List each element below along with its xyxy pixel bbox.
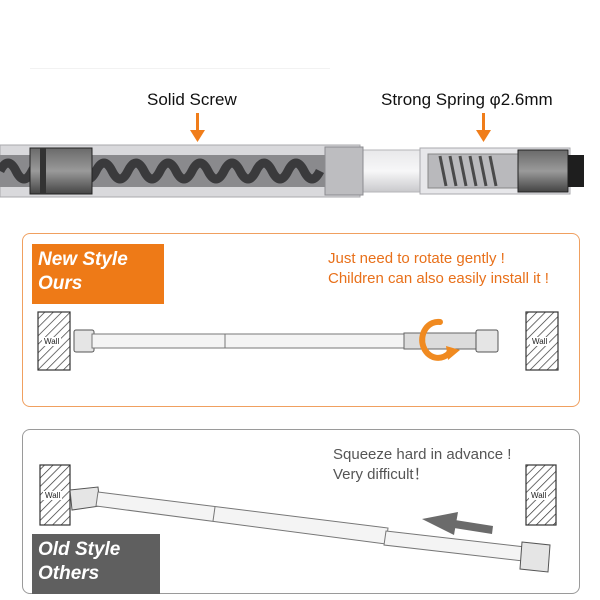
new-style-badge: New Style Ours xyxy=(32,244,164,304)
solid-screw-label: Solid Screw xyxy=(147,90,237,109)
old-style-badge-line1: Old Style xyxy=(38,539,121,560)
new-style-badge-line2: Ours xyxy=(38,273,83,294)
rod-cutaway-illustration xyxy=(0,68,584,198)
left-wall-old-label: Wall xyxy=(43,491,63,500)
spring-coils xyxy=(438,155,498,187)
old-style-rod xyxy=(69,486,551,573)
old-style-note-line1: Squeeze hard in advance ! xyxy=(333,446,512,463)
product-cutaway xyxy=(0,60,600,210)
screw-arrow xyxy=(190,113,205,142)
push-arrow-icon xyxy=(422,512,493,535)
right-wall-new-label: Wall xyxy=(530,337,550,346)
old-style-note-line2: Very difficult！ xyxy=(333,466,429,483)
right-wall-old-label: Wall xyxy=(529,491,549,500)
new-style-badge-line1: New Style xyxy=(38,249,128,270)
spring-arrow xyxy=(476,113,491,142)
old-style-badge: Old Style Others xyxy=(32,534,160,594)
left-wall-new-label: Wall xyxy=(42,337,62,346)
rotate-arrow-icon xyxy=(419,318,460,361)
old-style-note: Squeeze hard in advance ! Very difficult… xyxy=(333,445,511,485)
new-style-note: Just need to rotate gently ! Children ca… xyxy=(328,249,549,289)
new-style-note-line2: Children can also easily install it ! xyxy=(328,270,549,287)
strong-spring-label: Strong Spring φ2.6mm xyxy=(381,90,553,109)
old-style-badge-line2: Others xyxy=(38,563,100,584)
new-style-note-line1: Just need to rotate gently ! xyxy=(328,250,505,267)
